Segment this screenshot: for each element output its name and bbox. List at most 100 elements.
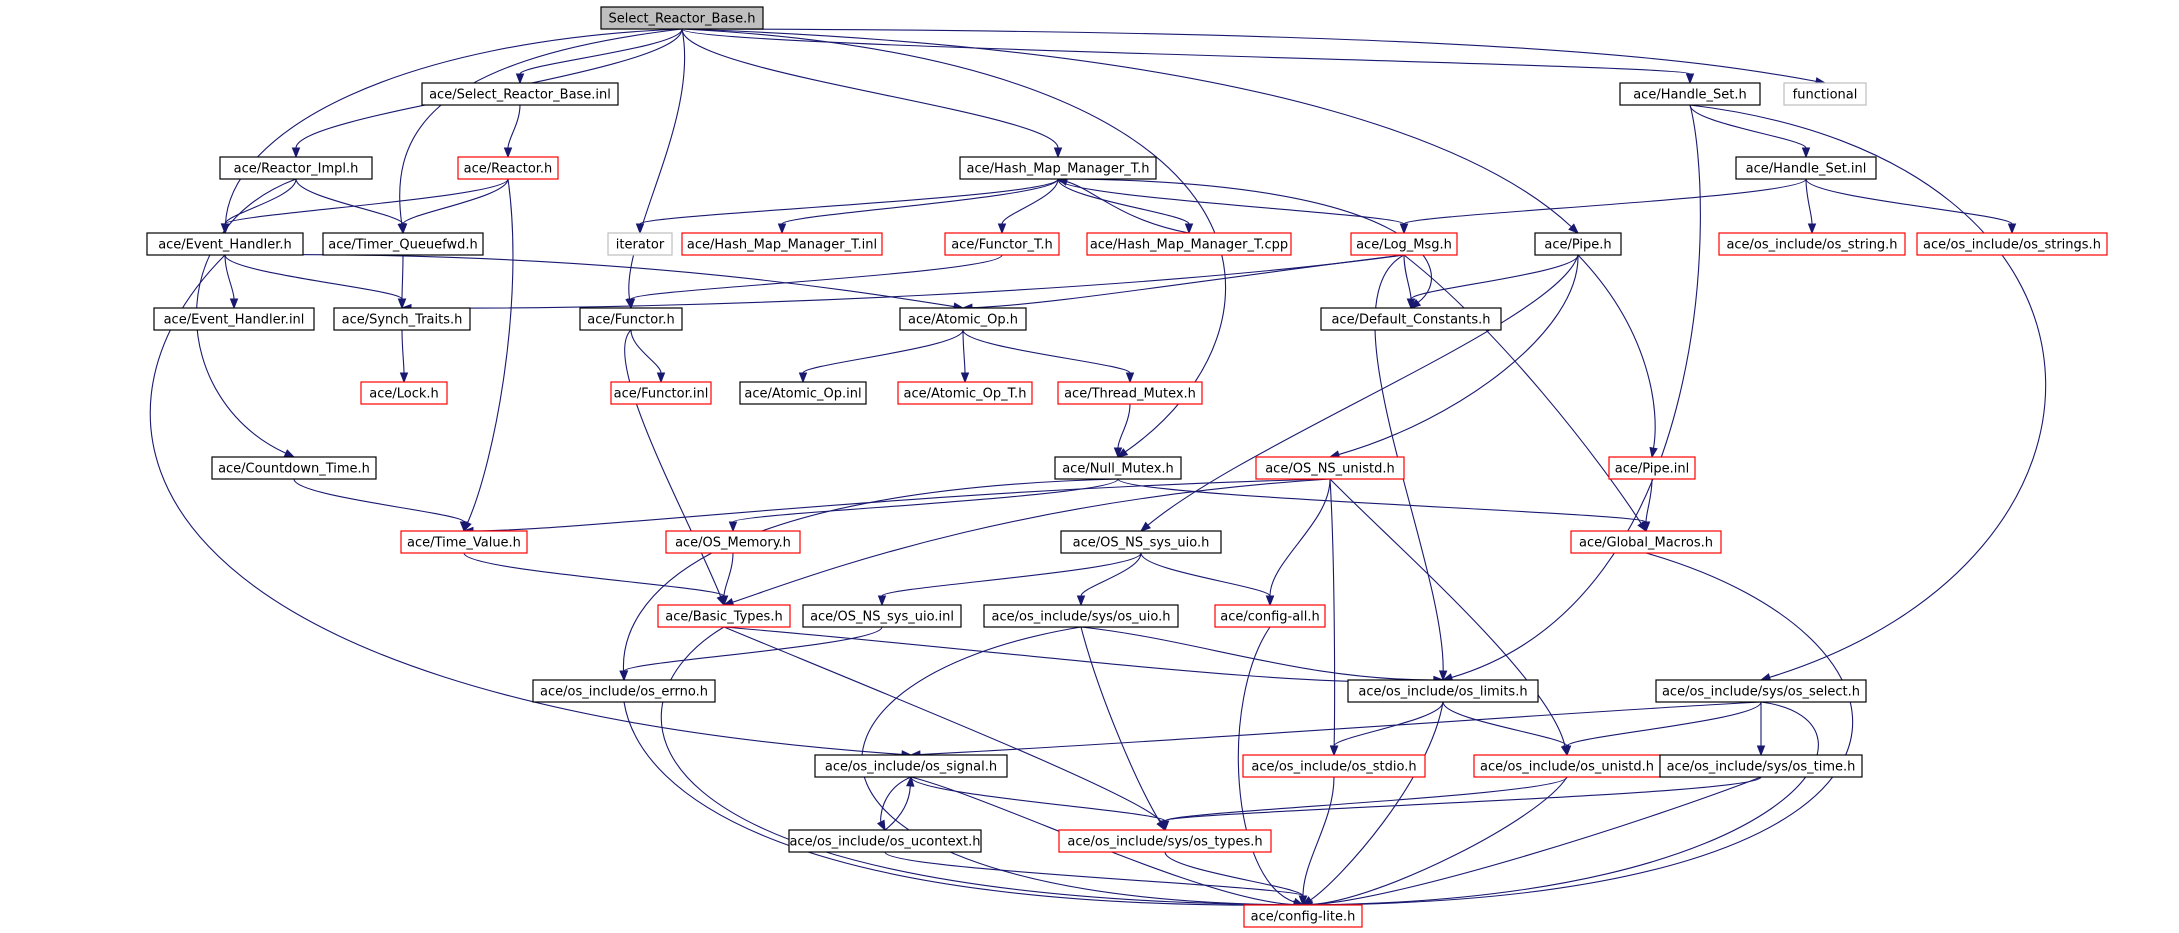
node-event-handler-h[interactable]: ace/Event_Handler.h [146,232,304,256]
edge-hash_map_manager_t_h-to-functor_t_h [1001,178,1059,225]
node-os-uio-h[interactable]: ace/os_include/sys/os_uio.h [983,604,1179,628]
node-os-ns-sys-uio-inl[interactable]: ace/OS_NS_sys_uio.inl [802,604,962,628]
node-config-all-h[interactable]: ace/config-all.h [1214,604,1326,628]
node-label: ace/Pipe.inl [1615,462,1690,477]
arrowhead-select_reactor_base_h-to-pipe_h [1568,223,1580,234]
edge-basic_types_h-to-config_lite_h [660,626,1295,906]
node-label: ace/Reactor_Impl.h [234,162,359,177]
node-functor-inl[interactable]: ace/Functor.inl [610,381,712,405]
node-select-reactor-base-inl[interactable]: ace/Select_Reactor_Base.inl [421,82,619,106]
node-default-constants-h[interactable]: ace/Default_Constants.h [1320,307,1502,331]
node-null-mutex-h[interactable]: ace/Null_Mutex.h [1054,456,1182,480]
node-box [1534,232,1622,256]
node-os-select-h[interactable]: ace/os_include/sys/os_select.h [1655,679,1867,703]
node-box [802,604,962,628]
node-box [1054,456,1182,480]
node-hash-map-manager-t-cpp[interactable]: ace/Hash_Map_Manager_T.cpp [1086,232,1292,256]
node-label: iterator [616,238,665,253]
node-lock-h[interactable]: ace/Lock.h [360,381,448,405]
node-label: ace/os_include/os_errno.h [540,685,708,700]
arrowhead-os_ns_sys_uio_h-to-os_ns_sys_uio_inl [877,595,887,607]
node-label: ace/OS_NS_sys_uio.h [1073,536,1210,551]
node-handle-set-inl[interactable]: ace/Handle_Set.inl [1735,156,1877,180]
arrowhead-os_time_h-to-os_types_h [1160,820,1170,832]
node-timer-queuefwd-h[interactable]: ace/Timer_Queuefwd.h [322,232,484,256]
edge-basic_types_h-to-os_limits_h [723,626,1435,683]
node-countdown-time-h[interactable]: ace/Countdown_Time.h [211,456,377,480]
node-reactor-impl-h[interactable]: ace/Reactor_Impl.h [219,156,373,180]
arrowhead-os_memory_h-to-basic_types_h [719,595,729,607]
node-os-types-h[interactable]: ace/os_include/sys/os_types.h [1058,829,1272,853]
edge-reactor_h-to-timer_queuefwd_h [402,178,509,225]
node-atomic-op-h[interactable]: ace/Atomic_Op.h [899,307,1027,331]
edge-select_reactor_base_h-to-handle_set_h [681,28,1691,75]
node-iterator[interactable]: iterator [607,232,673,256]
node-os-time-h[interactable]: ace/os_include/sys/os_time.h [1659,754,1863,778]
edge-atomic_op_h-to-thread_mutex_h [962,329,1131,374]
node-os-memory-h[interactable]: ace/OS_Memory.h [665,530,801,554]
node-synch-traits-h[interactable]: ace/Synch_Traits.h [333,307,471,331]
node-box [600,6,764,30]
node-basic-types-h[interactable]: ace/Basic_Types.h [657,604,791,628]
edge-select_reactor_base_h-to-timer_queuefwd_h [399,28,683,225]
node-reactor-h[interactable]: ace/Reactor.h [457,156,559,180]
node-atomic-op-inl[interactable]: ace/Atomic_Op.inl [739,381,867,405]
arrowhead-os_ns_sys_uio_h-to-os_uio_h [1076,595,1086,607]
arrowhead-reactor_h-to-event_handler_h [220,223,230,235]
node-label: ace/Event_Handler.inl [164,313,305,328]
node-pipe-inl[interactable]: ace/Pipe.inl [1608,456,1696,480]
node-label: ace/os_include/os_string.h [1726,238,1897,253]
node-box [1214,604,1326,628]
node-os-stdio-h[interactable]: ace/os_include/os_stdio.h [1242,754,1426,778]
edge-select_reactor_base_inl-to-reactor_h [507,104,521,149]
node-event-handler-inl[interactable]: ace/Event_Handler.inl [153,307,315,331]
node-box [899,307,1027,331]
node-label: ace/Log_Msg.h [1356,238,1452,253]
node-hash-map-manager-t-h[interactable]: ace/Hash_Map_Manager_T.h [959,156,1157,180]
node-time-value-h[interactable]: ace/Time_Value.h [400,530,528,554]
node-atomic-op-t-h[interactable]: ace/Atomic_Op_T.h [897,381,1033,405]
arrowhead-synch_traits_h-to-lock_h [399,372,409,384]
node-os-ns-sys-uio-h[interactable]: ace/OS_NS_sys_uio.h [1060,530,1222,554]
node-functor-h[interactable]: ace/Functor.h [579,307,683,331]
node-box [1243,904,1363,928]
node-os-errno-h[interactable]: ace/os_include/os_errno.h [532,679,716,703]
node-config-lite-h[interactable]: ace/config-lite.h [1243,904,1363,928]
edge-os_ns_sys_uio_inl-to-os_errno_h [623,626,883,672]
node-label: ace/Functor.inl [614,387,709,402]
node-label: Select_Reactor_Base.h [608,12,755,27]
edge-functor_h-to-functor_inl [630,329,662,374]
node-functor-t-h[interactable]: ace/Functor_T.h [944,232,1060,256]
edge-hash_map_manager_t_h-to-default_constants_h [1057,178,1432,303]
node-pipe-h[interactable]: ace/Pipe.h [1534,232,1622,256]
node-box [944,232,1060,256]
edge-pipe_h-to-os_ns_sys_uio_h [1147,254,1579,526]
node-label: ace/Countdown_Time.h [218,462,370,477]
node-global-macros-h[interactable]: ace/Global_Macros.h [1570,530,1722,554]
edge-os_time_h-to-config_lite_h [1311,776,1762,906]
node-box [219,156,373,180]
node-label: ace/os_include/os_limits.h [1358,685,1527,700]
node-os-strings-h[interactable]: ace/os_include/os_strings.h [1916,232,2108,256]
node-os-ns-unistd-h[interactable]: ace/OS_NS_unistd.h [1255,456,1405,480]
node-label: ace/os_include/os_ucontext.h [789,835,980,850]
node-box [579,307,683,331]
node-thread-mutex-h[interactable]: ace/Thread_Mutex.h [1057,381,1203,405]
node-label: ace/Thread_Mutex.h [1064,387,1196,402]
node-os-signal-h[interactable]: ace/os_include/os_signal.h [814,754,1008,778]
node-os-string-h[interactable]: ace/os_include/os_string.h [1718,232,1906,256]
node-label: ace/OS_NS_sys_uio.inl [810,610,954,625]
node-hash-map-manager-t-inl[interactable]: ace/Hash_Map_Manager_T.inl [681,232,883,256]
node-select-reactor-base-h[interactable]: Select_Reactor_Base.h [600,6,764,30]
node-box [1718,232,1906,256]
edge-os_signal_h-to-os_ucontext_h [880,776,912,823]
node-handle-set-h[interactable]: ace/Handle_Set.h [1619,82,1761,106]
node-os-unistd-h[interactable]: ace/os_include/os_unistd.h [1473,754,1661,778]
arrowhead-log_msg_h-to-os_limits_h [1438,670,1448,682]
node-log-msg-h[interactable]: ace/Log_Msg.h [1350,232,1458,256]
edge-log_msg_h-to-synch_traits_h [410,254,1405,309]
node-os-ucontext-h[interactable]: ace/os_include/os_ucontext.h [788,829,982,853]
node-os-limits-h[interactable]: ace/os_include/os_limits.h [1347,679,1539,703]
edge-log_msg_h-to-os_limits_h [1374,254,1444,672]
node-functional[interactable]: functional [1783,82,1867,106]
